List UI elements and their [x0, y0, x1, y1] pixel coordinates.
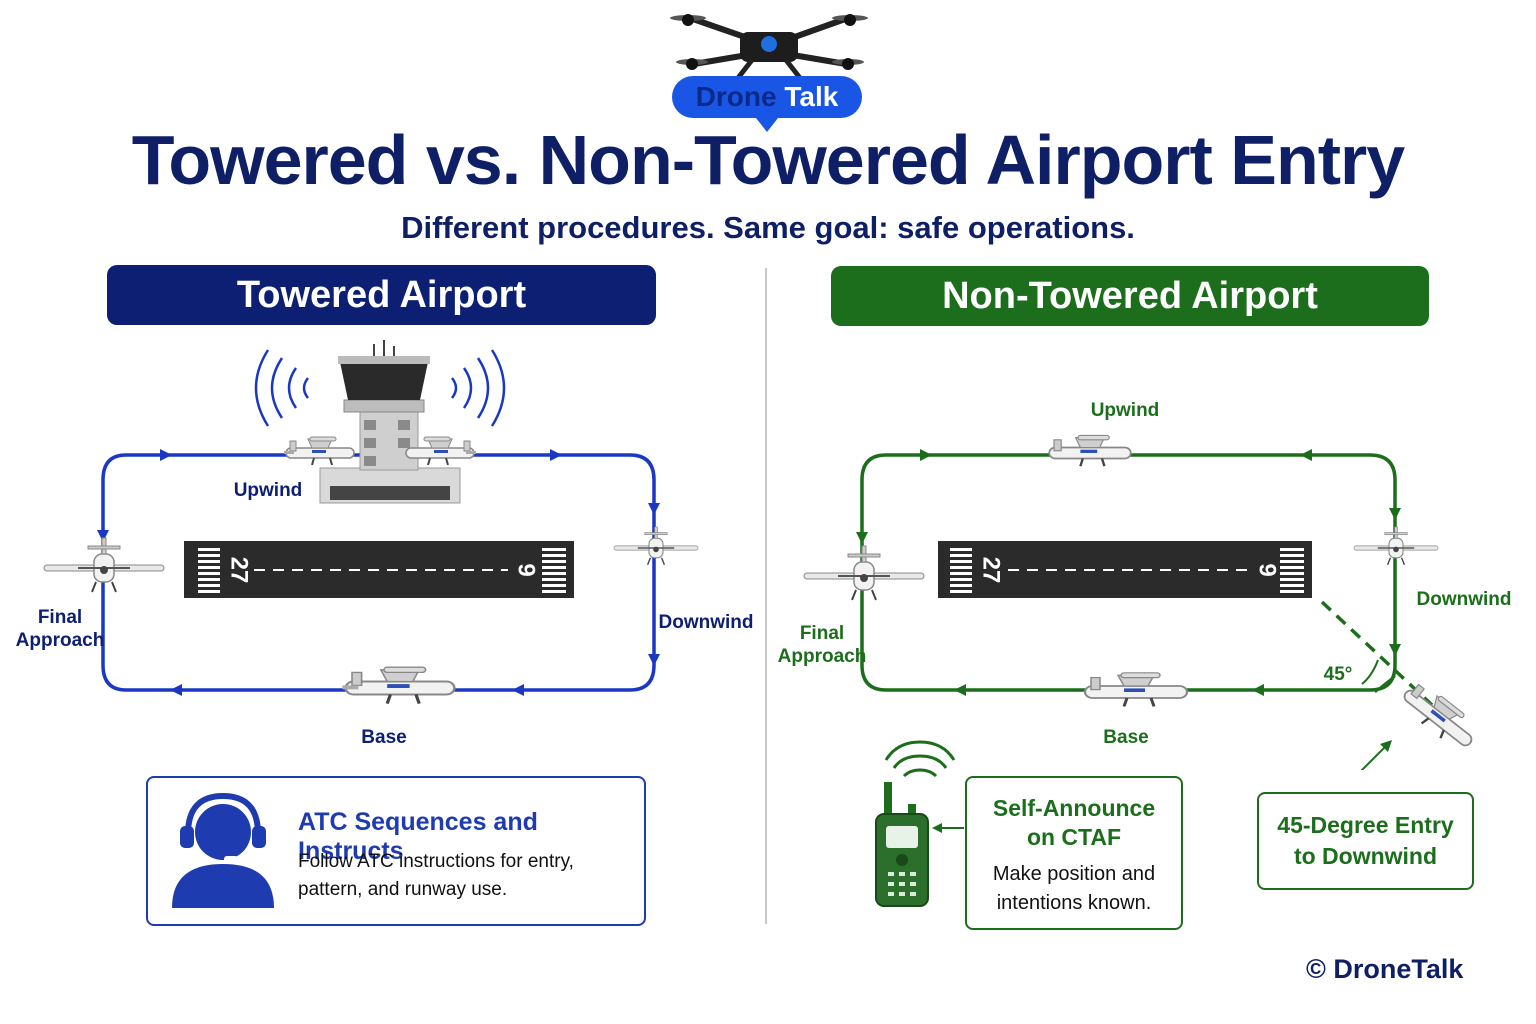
page-title: Towered vs. Non-Towered Airport Entry — [131, 121, 1405, 199]
atc-info-body: Follow ATC instructions for entry, patte… — [298, 851, 574, 900]
towered-final-line1: Final — [37, 607, 83, 628]
ctaf-body: Make position and intentions known. — [967, 860, 1181, 918]
towered-final-line2: Approach — [15, 630, 105, 651]
section-divider — [765, 268, 767, 924]
towered-downwind-label: Downwind — [658, 612, 754, 633]
entry-info-box: 45-Degree Entry to Downwind — [1257, 792, 1474, 890]
non-towered-downwind-label: Downwind — [1416, 589, 1512, 610]
control-tower-icon — [319, 340, 461, 504]
logo-text: Drone Talk — [672, 76, 862, 118]
non-towered-final-label: Final Approach — [772, 622, 872, 668]
non-towered-runway-number-9: 9 — [1254, 563, 1281, 576]
non-towered-base-label: Base — [1103, 727, 1149, 748]
logo-word-talk: Talk — [784, 81, 839, 112]
non-towered-upwind-label: Upwind — [1090, 400, 1160, 421]
entry-line1: 45-Degree Entry — [1277, 812, 1454, 838]
copyright-text: © DroneTalk — [1306, 954, 1464, 984]
towered-pattern-line — [101, 453, 656, 692]
non-towered-final-line2: Approach — [777, 646, 867, 667]
ctaf-title-line1: Self-Announce — [992, 795, 1156, 821]
towered-final-label: Final Approach — [10, 606, 110, 652]
drone-logo-icon — [670, 14, 868, 132]
atc-info-box: ATC Sequences and Instructs Follow ATC i… — [146, 776, 646, 926]
towered-pattern-diagram: 27 9 — [43, 340, 699, 706]
atc-info-title: ATC Sequences and Instructs — [298, 808, 538, 865]
ctaf-body-line1: Make position and — [992, 863, 1156, 885]
towered-runway-number-27: 27 — [226, 557, 253, 584]
radio-icon — [875, 740, 964, 907]
towered-banner: Towered Airport — [107, 265, 656, 325]
towered-upwind-label: Upwind — [233, 480, 303, 501]
non-towered-runway-number-27: 27 — [978, 557, 1005, 584]
entry-angle-label: 45° — [1323, 664, 1353, 685]
ctaf-title-line2: on CTAF — [1026, 824, 1122, 850]
towered-runway: 27 9 — [184, 541, 574, 598]
headset-person-icon — [172, 792, 274, 908]
non-towered-pattern-line — [860, 453, 1397, 692]
non-towered-runway: 27 9 — [938, 541, 1312, 598]
non-towered-banner: Non-Towered Airport — [831, 266, 1429, 326]
towered-runway-number-9: 9 — [513, 563, 540, 576]
entry-line2: to Downwind — [1293, 843, 1438, 869]
logo-word-drone: Drone — [695, 81, 777, 112]
page-subtitle: Different procedures. Same goal: safe op… — [401, 210, 1135, 245]
ctaf-body-line2: intentions known. — [996, 892, 1152, 914]
non-towered-final-line1: Final — [799, 623, 845, 644]
towered-base-label: Base — [361, 727, 407, 748]
ctaf-title: Self-Announce on CTAF — [967, 794, 1181, 852]
entering-plane-icon — [1395, 676, 1484, 756]
non-towered-pattern-diagram: 27 9 — [803, 434, 1484, 770]
ctaf-info-box: Self-Announce on CTAF Make position and … — [965, 776, 1183, 930]
